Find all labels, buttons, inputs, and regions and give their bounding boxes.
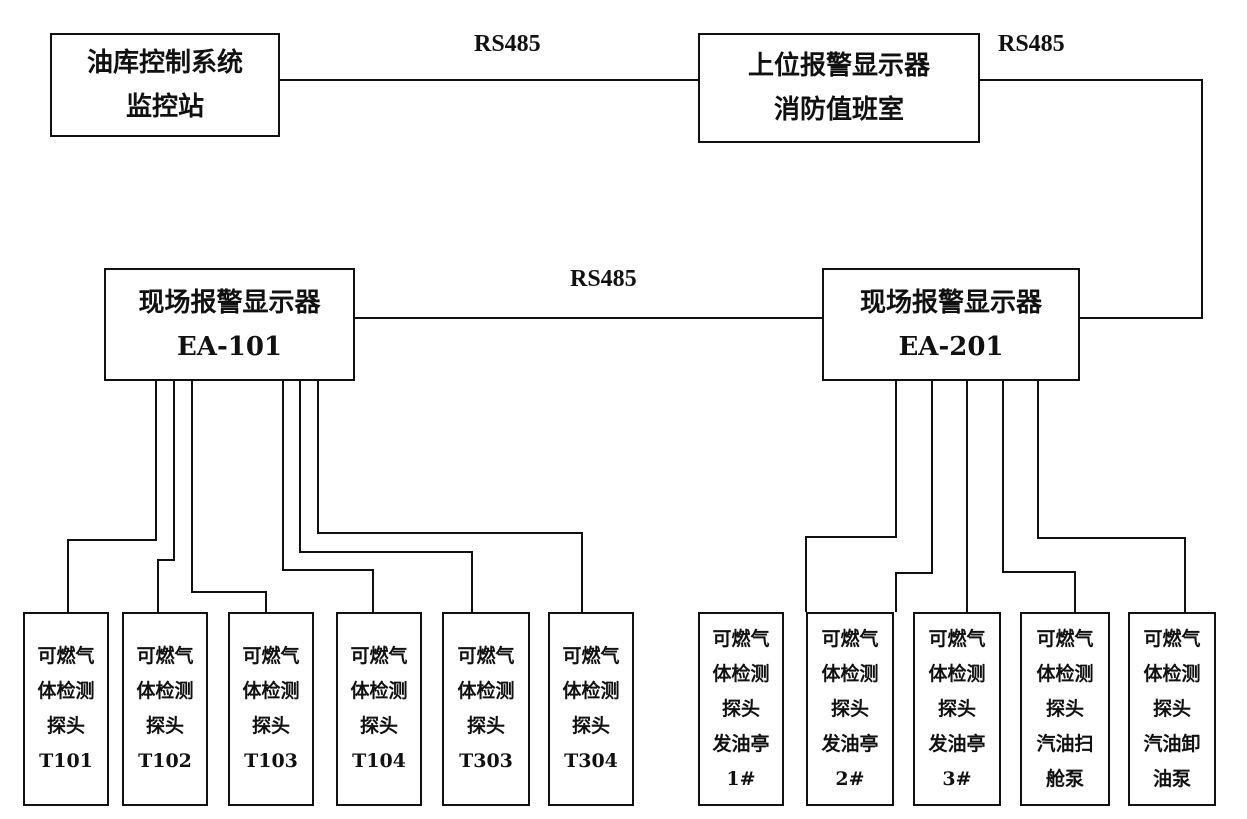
wire-t304 [317, 380, 583, 612]
detector-line: 油泵 [1152, 767, 1191, 790]
detector-line: 2# [835, 767, 865, 790]
detector-line: 可燃气 [712, 627, 770, 650]
detector-line: 体检测 [136, 680, 194, 702]
wire-t102 [157, 380, 175, 612]
wire-5 [1037, 380, 1186, 612]
detector-line: 体检测 [821, 662, 879, 685]
detector-line: 发油亭 [821, 732, 879, 755]
rs485-label-top-right: RS485 [998, 31, 1065, 57]
upper-alarm-display-box: 上位报警显示器 消防值班室 [698, 33, 980, 143]
field-alarm-display-ea201: 现场报警显示器 EA-201 [822, 268, 1080, 381]
detector-gasoline-unloading-pump: 可燃气 体检测 探头 汽油卸 油泵 [1128, 612, 1216, 806]
detector-line: 可燃气 [457, 645, 515, 667]
monitoring-station-line1: 油库控制系统 [86, 48, 243, 78]
ea101-line2: EA-101 [176, 331, 283, 362]
detector-line: 可燃气 [242, 645, 300, 667]
detector-line: 体检测 [928, 662, 986, 685]
detector-t101: 可燃气 体检测 探头 T101 [23, 612, 109, 806]
detector-line: 汽油扫 [1036, 732, 1094, 755]
detector-line: 3# [942, 767, 972, 790]
detector-t102: 可燃气 体检测 探头 T102 [122, 612, 208, 806]
detector-line: 发油亭 [928, 732, 986, 755]
detector-line: 探头 [721, 697, 760, 720]
detector-line: 体检测 [712, 662, 770, 685]
detector-line: T104 [352, 750, 406, 772]
detector-line: 探头 [466, 715, 505, 737]
detector-line: 探头 [359, 715, 398, 737]
rs485-label-middle: RS485 [570, 266, 637, 292]
detector-t103: 可燃气 体检测 探头 T103 [228, 612, 314, 806]
detector-line: 探头 [145, 715, 184, 737]
detector-line: T103 [244, 750, 298, 772]
detector-line: 可燃气 [928, 627, 986, 650]
detector-gasoline-sweep-pump: 可燃气 体检测 探头 汽油扫 舱泵 [1020, 612, 1110, 806]
detector-line: T102 [138, 750, 192, 772]
upper-alarm-display-line2: 消防值班室 [773, 95, 904, 125]
wire-2 [895, 380, 933, 612]
detector-line: 探头 [571, 715, 610, 737]
detector-line: 可燃气 [821, 627, 879, 650]
detector-line: 探头 [937, 697, 976, 720]
wire-4 [1002, 380, 1076, 612]
wire-t303 [299, 380, 473, 612]
detector-line: 体检测 [1143, 662, 1201, 685]
detector-line: 发油亭 [712, 732, 770, 755]
detector-line: 探头 [1152, 697, 1191, 720]
wire-1 [805, 380, 897, 612]
detector-line: T304 [564, 750, 618, 772]
detector-line: 舱泵 [1045, 767, 1084, 790]
detector-line: 1# [726, 767, 756, 790]
detector-line: 体检测 [350, 680, 408, 702]
detector-t304: 可燃气 体检测 探头 T304 [548, 612, 634, 806]
rs485-label-top-left: RS485 [474, 31, 541, 57]
detector-line: 体检测 [1036, 662, 1094, 685]
field-alarm-display-ea101: 现场报警显示器 EA-101 [104, 268, 355, 381]
ea201-line1: 现场报警显示器 [859, 287, 1042, 318]
wire-t103 [191, 380, 267, 612]
detector-dispensing-3: 可燃气 体检测 探头 发油亭 3# [913, 612, 1001, 806]
ea101-line1: 现场报警显示器 [138, 287, 321, 318]
detector-dispensing-1: 可燃气 体检测 探头 发油亭 1# [698, 612, 784, 806]
detector-line: 体检测 [242, 680, 300, 702]
detector-line: 可燃气 [1143, 627, 1201, 650]
detector-line: 可燃气 [1036, 627, 1094, 650]
detector-line: 探头 [251, 715, 290, 737]
rs485-link-top-right [978, 79, 1203, 319]
detector-line: T101 [39, 750, 93, 772]
ea201-line2: EA-201 [898, 331, 1004, 362]
detector-line: 体检测 [457, 680, 515, 702]
detector-line: 可燃气 [136, 645, 194, 667]
detector-line: 可燃气 [562, 645, 620, 667]
detector-line: 探头 [1045, 697, 1084, 720]
detector-line: 探头 [46, 715, 85, 737]
detector-line: 可燃气 [37, 645, 95, 667]
detector-t303: 可燃气 体检测 探头 T303 [442, 612, 530, 806]
monitoring-station-box: 油库控制系统 监控站 [50, 33, 280, 137]
detector-line: 可燃气 [350, 645, 408, 667]
detector-line: 体检测 [562, 680, 620, 702]
detector-line: 汽油卸 [1143, 732, 1201, 755]
monitoring-station-line2: 监控站 [125, 92, 204, 122]
wire-t104 [282, 380, 374, 612]
detector-t104: 可燃气 体检测 探头 T104 [336, 612, 422, 806]
detector-dispensing-2: 可燃气 体检测 探头 发油亭 2# [806, 612, 894, 806]
wire-t101 [67, 380, 157, 612]
detector-line: 探头 [830, 697, 869, 720]
detector-line: 体检测 [37, 680, 95, 702]
detector-line: T303 [459, 750, 513, 772]
upper-alarm-display-line1: 上位报警显示器 [747, 51, 930, 81]
